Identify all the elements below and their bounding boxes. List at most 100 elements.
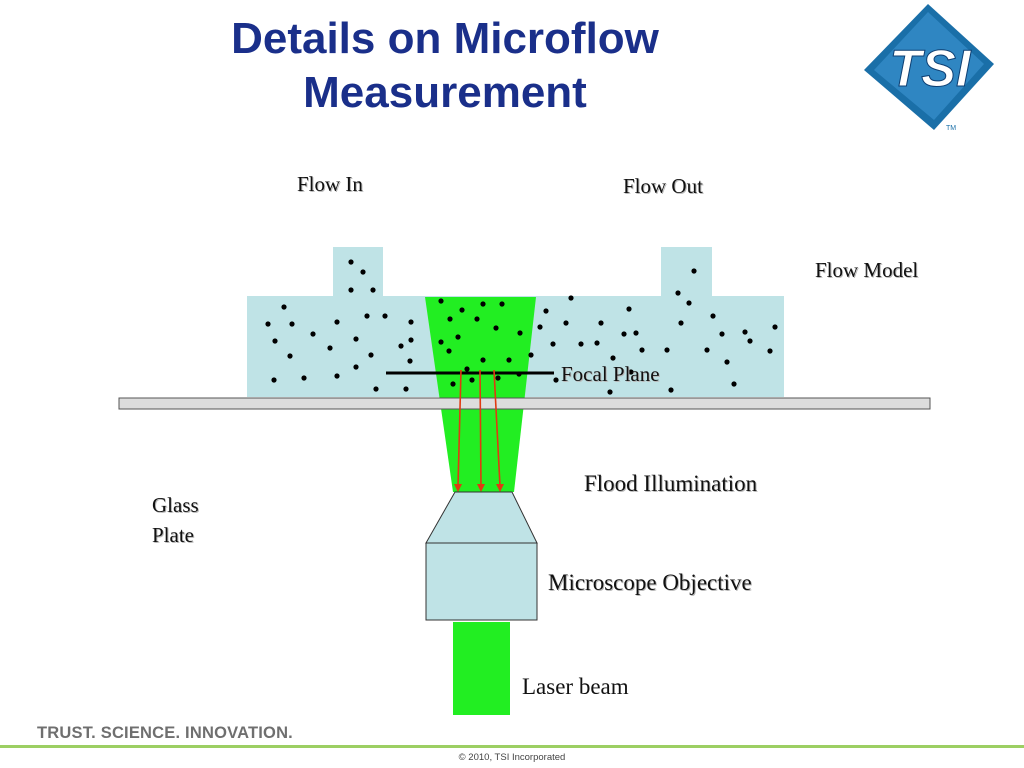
tracer-particles xyxy=(265,259,778,395)
tracer-particle xyxy=(598,320,604,326)
tracer-particle xyxy=(610,355,616,361)
arrowhead-left xyxy=(454,484,462,492)
logo-text: TSI xyxy=(890,40,972,98)
tracer-particle xyxy=(289,321,295,327)
tracer-particle xyxy=(668,387,674,393)
tracer-particle xyxy=(543,308,549,314)
objective-tip xyxy=(425,491,538,544)
tracer-particle xyxy=(719,331,725,337)
tracer-particle xyxy=(607,389,613,395)
tracer-particle xyxy=(568,295,574,301)
tracer-particle xyxy=(459,307,465,313)
tracer-particle xyxy=(621,331,627,337)
tracer-particle xyxy=(438,298,444,304)
label-glass-plate-line-2: Plate xyxy=(152,523,194,547)
arrowhead-right xyxy=(496,484,504,492)
label-flow-out: Flow Out xyxy=(623,174,703,198)
arrowhead-center xyxy=(477,484,485,492)
tracer-particle xyxy=(368,352,374,358)
tracer-particle xyxy=(517,330,523,336)
tracer-particle xyxy=(469,377,475,383)
footer-divider xyxy=(0,745,1024,748)
footer-tagline: TRUST. SCIENCE. INNOVATION. xyxy=(37,724,293,742)
tracer-particle xyxy=(301,375,307,381)
tracer-particle xyxy=(528,352,534,358)
tracer-particle xyxy=(450,381,456,387)
tracer-particle xyxy=(287,353,293,359)
light-ray-left xyxy=(457,369,462,487)
tracer-particle xyxy=(594,340,600,346)
tracer-particle xyxy=(626,306,632,312)
tracer-particle xyxy=(272,338,278,344)
tracer-particle xyxy=(704,347,710,353)
label-microscope-objective: Microscope Objective xyxy=(548,570,752,595)
slide-title: Details on Microflow Measurement xyxy=(140,12,750,120)
light-ray-center xyxy=(479,369,482,487)
tracer-particle xyxy=(767,348,773,354)
glass-plate xyxy=(118,397,931,410)
tracer-particle xyxy=(398,343,404,349)
logo-trademark: TM xyxy=(946,125,956,132)
label-flow-model: Flow Model xyxy=(815,258,919,282)
tracer-particle xyxy=(686,300,692,306)
tracer-particle xyxy=(360,269,366,275)
tsi-logo: TSI TM xyxy=(864,4,994,132)
label-laser-beam: Laser beam xyxy=(522,674,629,699)
label-glass-plate: Glass Plate xyxy=(152,490,199,550)
tracer-particle xyxy=(480,301,486,307)
light-rays xyxy=(454,369,504,492)
tracer-particle xyxy=(724,359,730,365)
tracer-particle xyxy=(364,313,370,319)
tracer-particle xyxy=(382,313,388,319)
tracer-particle xyxy=(710,313,716,319)
tracer-particle xyxy=(664,347,670,353)
tracer-particle xyxy=(373,386,379,392)
tracer-particle xyxy=(446,348,452,354)
tracer-particle xyxy=(403,386,409,392)
flow-outlet-port xyxy=(661,247,712,297)
logo-diamond-inner xyxy=(874,12,984,120)
tracer-particle xyxy=(731,381,737,387)
tracer-particle xyxy=(578,341,584,347)
tracer-particle xyxy=(537,324,543,330)
tracer-particle xyxy=(407,358,413,364)
label-flow-in: Flow In xyxy=(297,172,363,196)
tracer-particle xyxy=(639,347,645,353)
tracer-particle xyxy=(506,357,512,363)
tracer-particle xyxy=(742,329,748,335)
tracer-particle xyxy=(334,373,340,379)
tracer-particle xyxy=(499,301,505,307)
tracer-particle xyxy=(348,259,354,265)
tracer-particle xyxy=(408,337,414,343)
tracer-particle xyxy=(678,320,684,326)
tracer-particle xyxy=(550,341,556,347)
footer-copyright: © 2010, TSI Incorporated xyxy=(458,752,566,763)
light-ray-right xyxy=(493,369,501,487)
tracer-particle xyxy=(772,324,778,330)
tracer-particle xyxy=(474,316,480,322)
tracer-particle xyxy=(271,377,277,383)
tracer-particle xyxy=(447,316,453,322)
objective-body xyxy=(425,542,538,621)
tracer-particle xyxy=(493,325,499,331)
tracer-particle xyxy=(408,319,414,325)
label-focal-plane: Focal Plane xyxy=(561,362,660,386)
tracer-particle xyxy=(455,334,461,340)
tracer-particle xyxy=(553,377,559,383)
tracer-particle xyxy=(353,336,359,342)
tracer-particle xyxy=(334,319,340,325)
tracer-particle xyxy=(675,290,681,296)
tracer-particle xyxy=(480,357,486,363)
tracer-particle xyxy=(691,268,697,274)
label-flood-illumination: Flood Illumination xyxy=(584,471,758,496)
tracer-particle xyxy=(438,339,444,345)
tracer-particle xyxy=(265,321,271,327)
tracer-particle xyxy=(747,338,753,344)
tracer-particle xyxy=(370,287,376,293)
tracer-particle xyxy=(495,375,501,381)
laser-beam xyxy=(453,622,510,715)
tracer-particle xyxy=(353,364,359,370)
tracer-particle xyxy=(281,304,287,310)
tracer-particle xyxy=(327,345,333,351)
